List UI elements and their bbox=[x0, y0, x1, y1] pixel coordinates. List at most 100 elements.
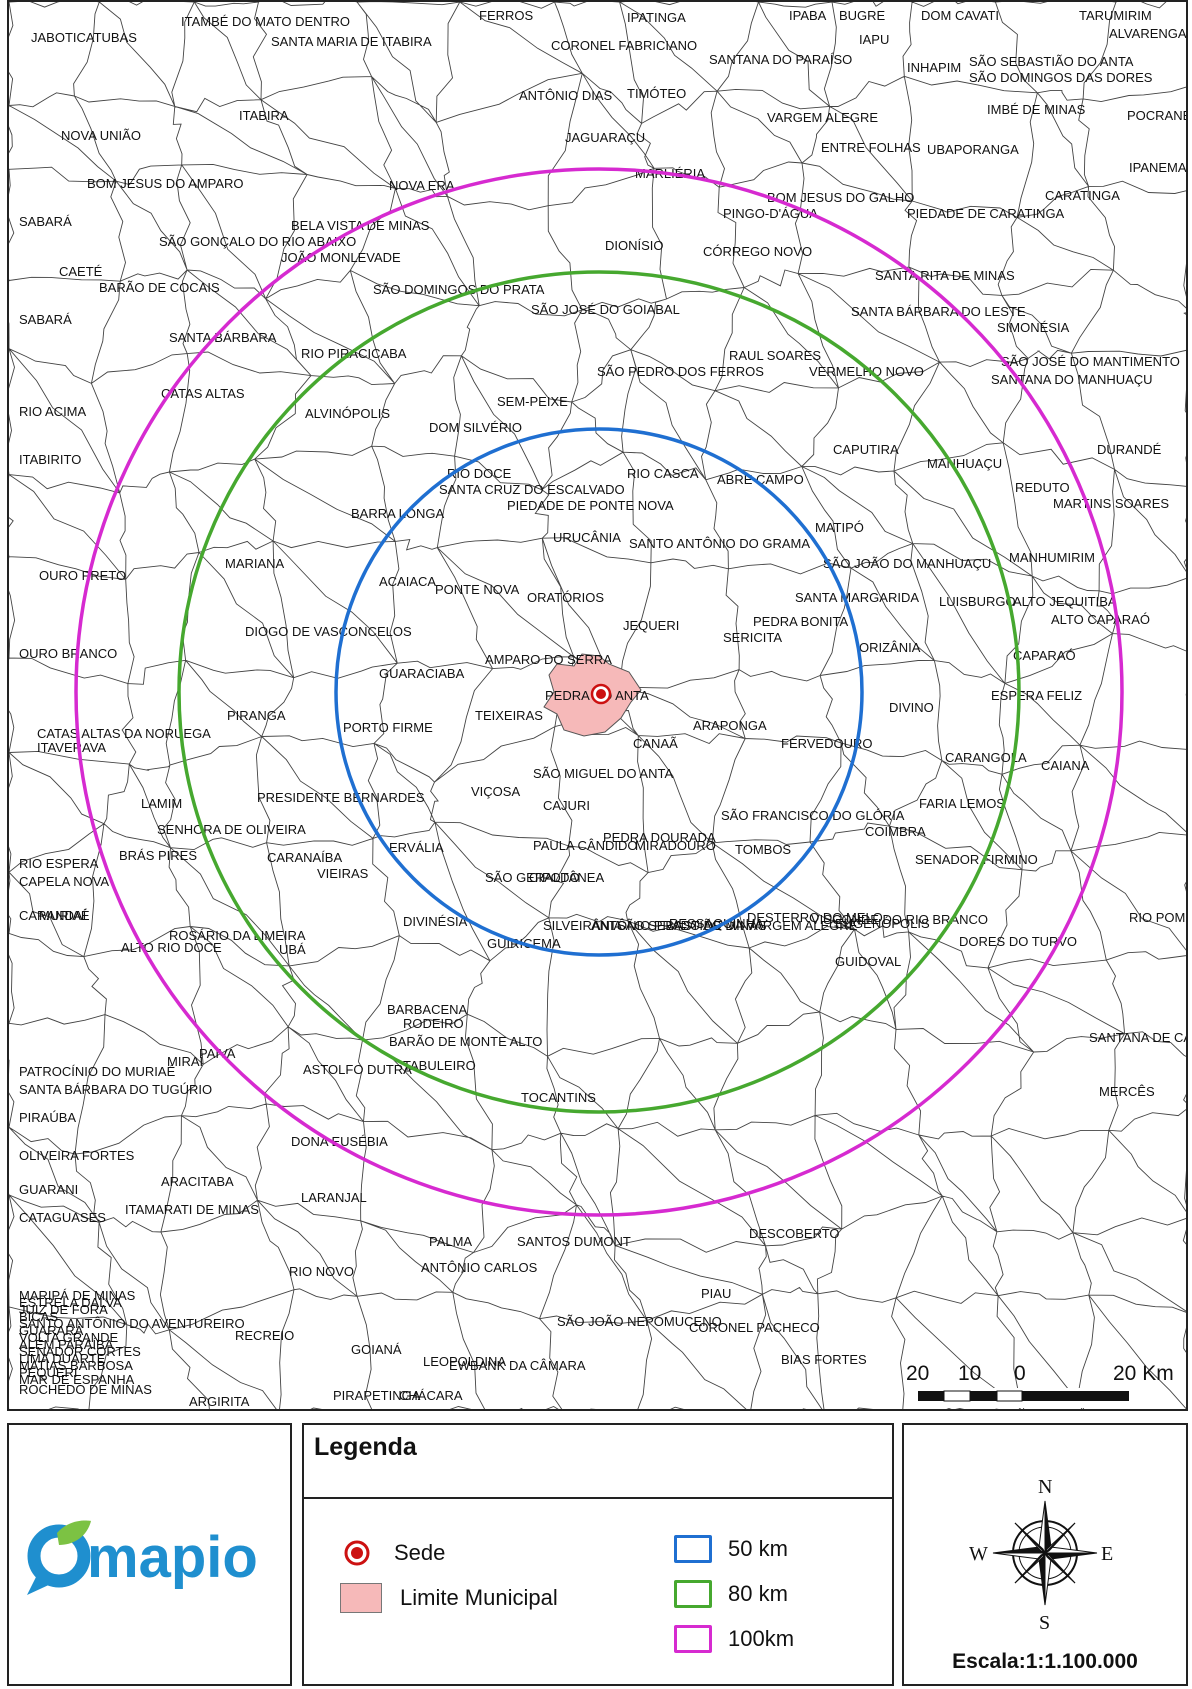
place-label: RIO CASCA bbox=[627, 466, 699, 481]
north-arrow-panel: N S E W Escala:1:1.100.000 bbox=[902, 1423, 1188, 1686]
place-label: OLIVEIRA FORTES bbox=[19, 1148, 135, 1163]
place-label: SILVEIRÂNIA bbox=[543, 918, 623, 933]
place-label: DIONÍSIO bbox=[605, 238, 664, 253]
place-label: CAIANA bbox=[1041, 758, 1090, 773]
mapio-logo: mapio bbox=[27, 1520, 258, 1595]
place-label: SERICITA bbox=[723, 630, 782, 645]
legend-item-sede: Sede bbox=[342, 1538, 445, 1568]
place-label: PIRAPETINGA bbox=[333, 1388, 421, 1403]
place-label: ITAVERAVA bbox=[37, 740, 106, 755]
place-label: ITAMARATI DE MINAS bbox=[125, 1202, 259, 1217]
place-label: TOMBOS bbox=[735, 842, 791, 857]
place-label: MARIANA bbox=[225, 556, 285, 571]
place-label: PRESIDENTE BERNARDES bbox=[257, 790, 425, 805]
place-label: DIOGO DE VASCONCELOS bbox=[245, 624, 412, 639]
place-label: MANHUMIRIM bbox=[1009, 550, 1095, 565]
place-label: SÃO PEDRO DOS FERROS bbox=[597, 364, 764, 379]
place-label: DIVINÉSIA bbox=[403, 914, 468, 929]
legend-item-80km: 80 km bbox=[674, 1580, 788, 1608]
place-label: MIRAÍ bbox=[167, 1054, 204, 1069]
place-label: DESTERRO DO MELO bbox=[747, 910, 883, 925]
place-label: ROSÁRIO DA LIMEIRA bbox=[169, 928, 306, 943]
compass-n: N bbox=[1038, 1476, 1052, 1498]
place-label: SÃO JOSÉ DO MANTIMENTO bbox=[1001, 354, 1180, 369]
place-label: ANTÔNIO PRADO DE MINAS bbox=[591, 918, 767, 933]
place-label: EWBANK DA CÂMARA bbox=[449, 1358, 586, 1373]
place-label: PIEDADE DE PONTE NOVA bbox=[507, 498, 674, 513]
place-label: ANTÔNIO DIAS bbox=[519, 88, 613, 103]
place-label: CATAS ALTAS bbox=[161, 386, 245, 401]
legend-item-100km: 100km bbox=[674, 1625, 794, 1653]
place-label: ASTOLFO DUTRA bbox=[303, 1062, 412, 1077]
mapio-pin-icon bbox=[27, 1520, 91, 1595]
scale-tick-label: 0 bbox=[1014, 1362, 1026, 1385]
compass-e: E bbox=[1101, 1543, 1113, 1565]
place-label: DOM SILVÉRIO bbox=[429, 420, 522, 435]
place-label: IPABA bbox=[789, 8, 827, 23]
place-label: VARGEM ALEGRE bbox=[767, 110, 878, 125]
place-label: SANTANA DE CATAGUASES bbox=[1089, 1030, 1188, 1045]
sede-icon bbox=[344, 1540, 370, 1566]
place-label: NOVA UNIÃO bbox=[61, 128, 141, 143]
ring-100km bbox=[74, 167, 1124, 1217]
place-label: PINGO-D'ÁGUA bbox=[723, 206, 818, 221]
place-label: JABOTICATUBAS bbox=[31, 30, 137, 45]
place-label: SABARÁ bbox=[19, 214, 72, 229]
place-label: SABARÁ bbox=[19, 312, 72, 327]
place-label: INHAPIM bbox=[907, 60, 961, 75]
place-label: DONA EUSÉBIA bbox=[291, 1134, 388, 1149]
place-label: SANTA MARGARIDA bbox=[795, 590, 919, 605]
place-label: RODEIRO bbox=[403, 1016, 464, 1031]
place-label: LIMA DUARTE bbox=[19, 1351, 106, 1366]
place-label: SÃO JOÃO NEPOMUCENO bbox=[557, 1314, 722, 1329]
scale-text: Escala:1:1.100.000 bbox=[952, 1650, 1138, 1673]
place-label: SÃO JOSÉ DO GOIABAL bbox=[531, 302, 680, 317]
place-label: BICAS bbox=[19, 1309, 58, 1324]
place-label: POCRANE bbox=[1127, 108, 1188, 123]
place-label: PEDRA BONITA bbox=[753, 614, 848, 629]
place-label: CAJURI bbox=[543, 798, 590, 813]
place-label: DURANDÉ bbox=[1097, 442, 1162, 457]
place-label: TEIXEIRAS bbox=[475, 708, 543, 723]
place-label: LEOPOLDINA bbox=[423, 1354, 506, 1369]
place-label: SÃO SEBASTIÃO DA VARGEM ALEGRE bbox=[617, 918, 858, 933]
place-label: ACAIACA bbox=[379, 574, 436, 589]
place-label: SANTOS DUMONT bbox=[517, 1234, 631, 1249]
place-label: ORATÓRIOS bbox=[527, 590, 604, 605]
place-label: CORONEL PACHECO bbox=[689, 1320, 820, 1335]
place-label: ENTRE FOLHAS bbox=[821, 140, 921, 155]
place-label: SÃO MIGUEL DO ANTA bbox=[533, 766, 673, 781]
place-label: JUIZ DE FORA bbox=[19, 1302, 108, 1317]
place-label: FARIA LEMOS bbox=[919, 796, 1005, 811]
place-label: TARUMIRIM bbox=[1079, 8, 1152, 23]
place-label: MATIPÓ bbox=[815, 520, 864, 535]
place-label: MARIPÁ DE MINAS bbox=[19, 1288, 136, 1303]
place-label: GUARANI bbox=[19, 1182, 78, 1197]
place-label: ABRE CAMPO bbox=[717, 472, 804, 487]
place-label: RAUL SOARES bbox=[729, 348, 821, 363]
place-label: ORIZÂNIA bbox=[859, 640, 921, 655]
place-label: IPANEMA bbox=[1129, 160, 1187, 175]
place-label: SANTA CRUZ DO ESCALVADO bbox=[439, 482, 625, 497]
place-label: CAPUTIRA bbox=[833, 442, 899, 457]
place-label: VIÇOSA bbox=[471, 784, 520, 799]
place-label: CÓRREGO NOVO bbox=[703, 244, 812, 259]
place-label: ALTO CAPARAÓ bbox=[1051, 612, 1150, 627]
place-label: ITABIRA bbox=[239, 108, 289, 123]
place-label: GUIDOVAL bbox=[835, 954, 901, 969]
place-label: ANTÔNIO CARLOS bbox=[421, 1260, 538, 1275]
scale-tick-label: 20 bbox=[906, 1362, 929, 1385]
place-label: CIPOTÂNEA bbox=[529, 870, 604, 885]
place-label: SENADOR CORTES bbox=[19, 1344, 141, 1359]
place-label: PIRANGA bbox=[227, 708, 286, 723]
place-label: SÃO FRANCISCO DO GLÓRIA bbox=[721, 808, 905, 823]
place-label: SÃO DOMINGOS DAS DORES bbox=[969, 70, 1153, 85]
place-label: MIRADOURO bbox=[635, 838, 716, 853]
logo-panel: mapio bbox=[7, 1423, 292, 1686]
legend-item-limite: Limite Municipal bbox=[340, 1583, 558, 1613]
place-label: TOCANTINS bbox=[521, 1090, 596, 1105]
place-label: BARÃO DE MONTE ALTO bbox=[389, 1034, 542, 1049]
